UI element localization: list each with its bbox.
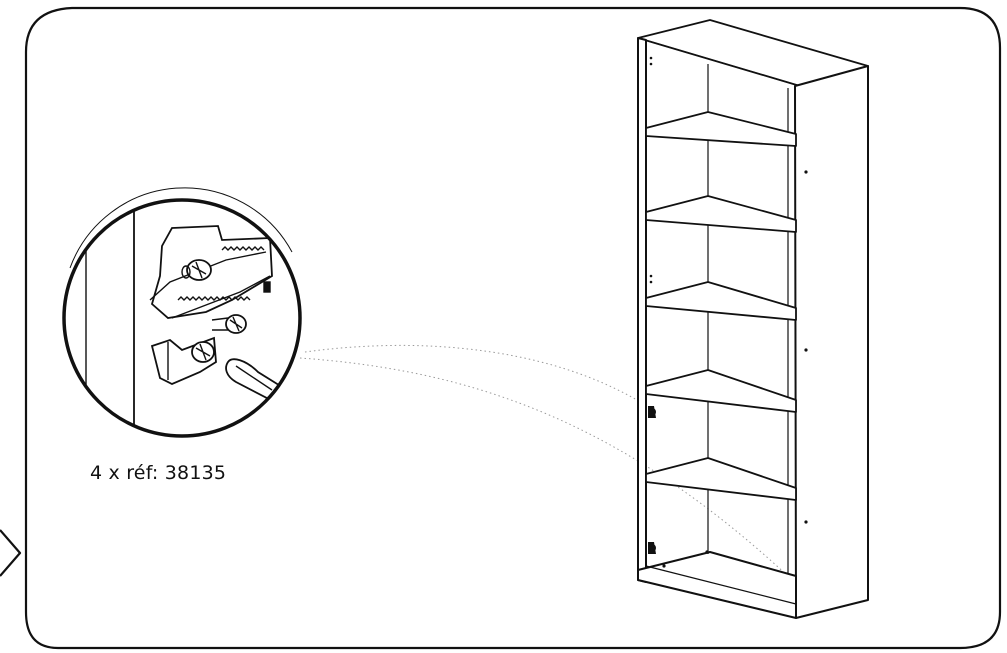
hinge-screw-detail-icon — [62, 187, 302, 438]
bookcase-hinges — [648, 406, 656, 554]
bookcase-holes — [649, 56, 808, 568]
bookcase-shelves — [645, 111, 797, 501]
part-reference-caption: 4 x réf: 38135 — [90, 462, 227, 484]
bookcase-icon — [637, 19, 869, 619]
detail-leader-lines — [299, 344, 791, 579]
page-frame — [24, 6, 1002, 650]
chevron-right-icon[interactable] — [0, 529, 22, 577]
